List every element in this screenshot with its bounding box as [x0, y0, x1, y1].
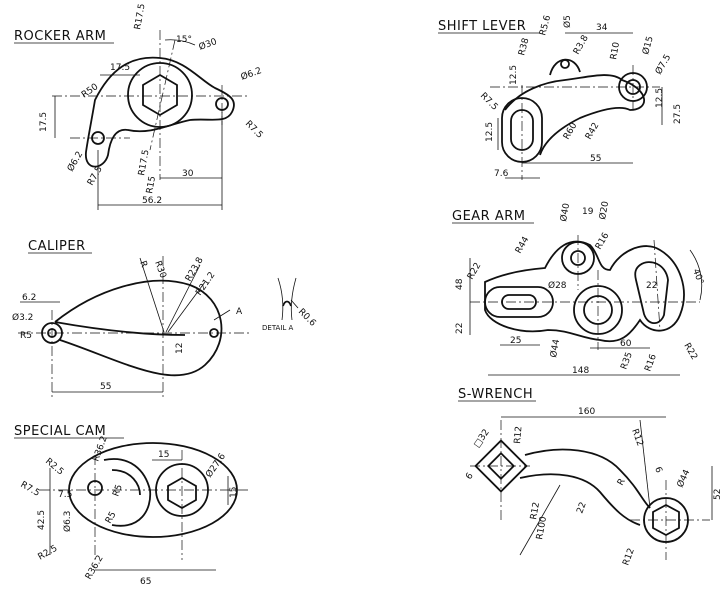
- dim-label: A: [236, 307, 243, 317]
- dim-label: R7.5: [243, 119, 265, 141]
- dim-label: 27.5: [673, 104, 683, 124]
- dim-label: 60: [620, 339, 632, 349]
- dim-label: Ø6.2: [65, 149, 85, 173]
- dim-label: 55: [100, 382, 111, 392]
- shift-lever-drawing: SHIFT LEVER R5.6 Ø5 34 R38 R3.8 R10 Ø15 …: [438, 14, 683, 180]
- dim-label: R: [137, 260, 149, 269]
- dim-label: R5.6: [538, 14, 553, 37]
- dim-label: 12.5: [655, 88, 665, 108]
- dim-label: 40°: [690, 268, 705, 286]
- dim-label: R35: [619, 351, 634, 371]
- rocker-arm-drawing: ROCKER ARM R17.5 15° Ø30 17.5 R50 Ø6.2 R…: [14, 3, 265, 210]
- dim-label: 7.6: [494, 169, 509, 179]
- s-wrench-drawing: S-WRENCH 160 □32 R12 R12 6 R 6 Ø44 52 R1…: [458, 387, 723, 567]
- dim-label: 48: [455, 278, 465, 290]
- gear-arm-title: GEAR ARM: [452, 209, 526, 224]
- dim-label: 15: [229, 487, 239, 498]
- dim-label: 6: [464, 471, 476, 482]
- dim-label: 22: [575, 501, 588, 515]
- dim-label: R10: [609, 41, 622, 60]
- dim-label: 19: [582, 207, 594, 217]
- special-cam-title: SPECIAL CAM: [14, 424, 106, 439]
- dim-label: 148: [572, 366, 589, 376]
- dim-label: 42.5: [37, 510, 47, 530]
- dim-label: 12: [175, 343, 185, 354]
- dim-label: R30: [152, 260, 168, 280]
- dim-label: R38: [517, 37, 531, 57]
- dim-label: R22: [681, 342, 699, 362]
- dim-label: 22: [455, 323, 465, 334]
- dim-label: R7.5: [86, 165, 105, 188]
- dim-label: 17.5: [110, 63, 130, 73]
- dim-label: Ø20: [597, 200, 611, 220]
- dim-label: R12: [529, 501, 542, 520]
- dim-label: R17.5: [137, 149, 151, 177]
- dim-label: 22: [646, 281, 657, 291]
- dim-label: 34: [596, 23, 608, 33]
- dim-label: R7.5: [478, 91, 500, 113]
- dim-label: 15°: [176, 35, 192, 45]
- dim-label: R22: [466, 261, 484, 281]
- special-cam-drawing: SPECIAL CAM R2.5 R36.2 15 Ø27.6 R7.5 7.5…: [14, 424, 250, 587]
- dim-label: R: [616, 477, 628, 487]
- dim-label: 6.2: [22, 293, 36, 303]
- dim-label: R5: [111, 483, 124, 498]
- dim-label: Ø7.5: [653, 52, 673, 76]
- dim-label: 12.5: [485, 122, 495, 142]
- dim-label: Ø44: [675, 468, 693, 490]
- dim-label: R2.5: [37, 544, 60, 563]
- dim-label: Ø3.2: [12, 312, 33, 323]
- dim-label: R42: [584, 121, 602, 141]
- s-wrench-title: S-WRENCH: [458, 387, 533, 402]
- dim-label: R3.8: [572, 33, 591, 56]
- dim-label: 25: [510, 336, 521, 346]
- caliper-drawing: CALIPER 6.2 Ø3.2 R5 R R30 R23.8 R21.2 A …: [12, 239, 318, 400]
- dim-label: R5: [20, 331, 32, 341]
- dim-label: 15: [158, 450, 169, 460]
- detail-a-dim: R0.6: [296, 307, 318, 329]
- dim-label: 55: [590, 154, 601, 164]
- shift-lever-title: SHIFT LEVER: [438, 19, 526, 34]
- detail-a-label: DETAIL A: [262, 324, 294, 332]
- dim-label: R44: [514, 235, 532, 256]
- dim-label: 6: [652, 466, 663, 475]
- dim-label: 65: [140, 577, 151, 587]
- dim-label: R16: [594, 231, 612, 252]
- dim-label: R12: [621, 547, 636, 567]
- dim-label: R100: [535, 515, 549, 540]
- dim-label: R16: [643, 353, 659, 373]
- dim-label: R5: [104, 510, 119, 525]
- rocker-arm-title: ROCKER ARM: [14, 29, 106, 44]
- dim-label: 160: [578, 407, 595, 417]
- dim-label: Ø6.3: [62, 511, 73, 532]
- dim-label: Ø28: [548, 280, 567, 291]
- dim-label: Ø30: [197, 36, 218, 53]
- dim-label: R2.5: [43, 457, 65, 478]
- dim-label: □32: [472, 428, 492, 450]
- dim-label: Ø40: [558, 202, 572, 222]
- dim-label: R17.5: [133, 3, 147, 31]
- dim-label: Ø5: [562, 15, 573, 28]
- dim-label: R15: [145, 175, 158, 194]
- dim-label: 17.5: [39, 112, 49, 132]
- dim-label: R36.2: [84, 554, 106, 582]
- dim-label: R7.5: [19, 480, 42, 499]
- dim-label: 7.5: [58, 490, 72, 500]
- dim-label: 56.2: [142, 196, 162, 206]
- dim-label: 52: [713, 489, 723, 500]
- dim-label: 30: [182, 169, 194, 179]
- dim-label: R60: [562, 121, 580, 142]
- caliper-title: CALIPER: [28, 239, 86, 254]
- dim-label: Ø6.2: [239, 65, 263, 83]
- gear-arm-drawing: GEAR ARM Ø40 19 Ø20 R44 R16 R22 Ø28 40° …: [452, 200, 705, 376]
- dim-label: R50: [80, 82, 100, 101]
- dim-label: Ø44: [548, 338, 562, 358]
- dim-label: 12.5: [509, 65, 519, 85]
- dim-label: Ø15: [640, 35, 655, 56]
- dim-label: R12: [513, 426, 525, 445]
- dim-label: R12: [629, 428, 644, 448]
